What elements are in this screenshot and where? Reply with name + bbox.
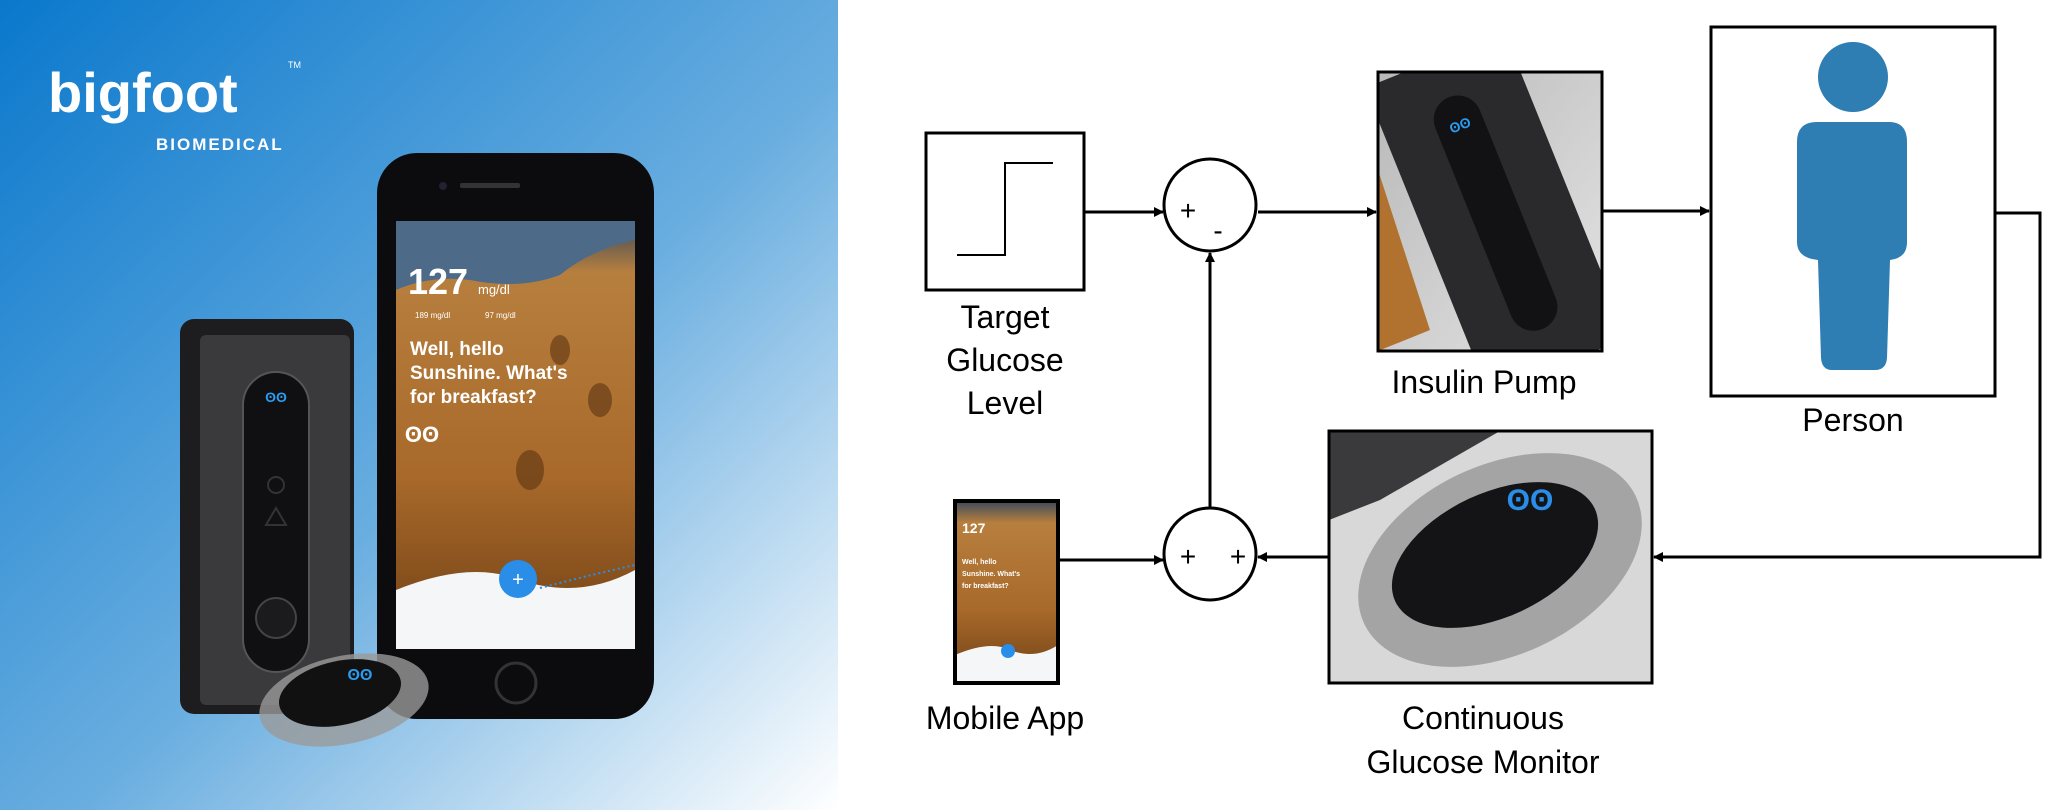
app-thumbnail-text: for breakfast? [962,583,1009,590]
mobile-app-block: 127 Well, hello Sunshine. What's for bre… [926,499,1084,736]
logo-trademark: TM [288,60,301,70]
summing-junction-error: + - [1162,157,1258,253]
plus-sign: + [1180,195,1196,226]
target-label: Glucose [946,342,1063,378]
plus-icon: + [512,569,524,591]
message-line: Sunshine. What's [410,363,568,384]
pump-label: Insulin Pump [1392,364,1577,400]
plus-sign: + [1180,541,1196,572]
pump-button-icon [267,476,285,494]
message-line: Well, hello [410,339,504,360]
insulin-pump-device: ʘʘ [180,319,354,714]
insulin-pump-block: ʘʘ Insulin Pump [1376,70,1604,400]
pump-main-button [255,597,297,639]
app-logo-icon: ʘʘ [405,422,439,447]
cgm-logo-icon: ʘʘ [1507,484,1554,517]
home-button [494,661,538,705]
target-label: Target [961,299,1050,335]
plus-sign: + [1230,541,1246,572]
cgm-label: Glucose Monitor [1367,744,1600,780]
minus-sign: - [1213,215,1222,246]
pump-logo-icon: ʘʘ [1447,114,1473,137]
cgm-logo-icon: ʘʘ [348,667,373,684]
app-thumbnail-text: Sunshine. What's [962,571,1020,578]
logo-wordmark: bigfoot [48,61,238,124]
app-thumbnail-value: 127 [962,520,986,536]
bigfoot-logo: bigfoot BIOMEDICAL TM [48,60,301,154]
person-block: Person [1709,25,1997,438]
target-label: Level [967,385,1044,421]
app-thumbnail-text: Well, hello [962,559,997,566]
message-line: for breakfast? [410,387,537,408]
person-icon [1797,42,1907,370]
control-loop-diagram: Target Glucose Level + - ʘʘ Insulin Pump [924,25,2042,780]
high-reading: 189 mg/dl [415,311,450,320]
glucose-unit: mg/dl [478,282,510,297]
logo-subtitle: BIOMEDICAL [156,135,284,154]
glucose-value: 127 [408,261,468,302]
cgm-block: ʘʘ Continuous Glucose Monitor [1327,429,1654,780]
signal-lines [1058,206,2042,565]
mobile-app-label: Mobile App [926,700,1084,736]
person-label: Person [1802,402,1903,438]
step-function-icon [957,162,1053,256]
target-glucose-block: Target Glucose Level [924,131,1086,421]
smartphone: 127 mg/dl 189 mg/dl 97 mg/dl Well, hello… [377,153,654,719]
pump-logo-icon: ʘʘ [265,389,287,405]
cgm-sensor-device: ʘʘ [259,653,429,747]
warning-icon [264,506,288,526]
summing-junction-feedback: + + [1162,506,1258,602]
cgm-label: Continuous [1402,700,1564,736]
arrow-person-to-cgm [1653,211,2042,562]
product-photo: bigfoot BIOMEDICAL TM ʘʘ [0,0,838,810]
add-button[interactable]: + [499,560,537,598]
low-reading: 97 mg/dl [485,311,516,320]
